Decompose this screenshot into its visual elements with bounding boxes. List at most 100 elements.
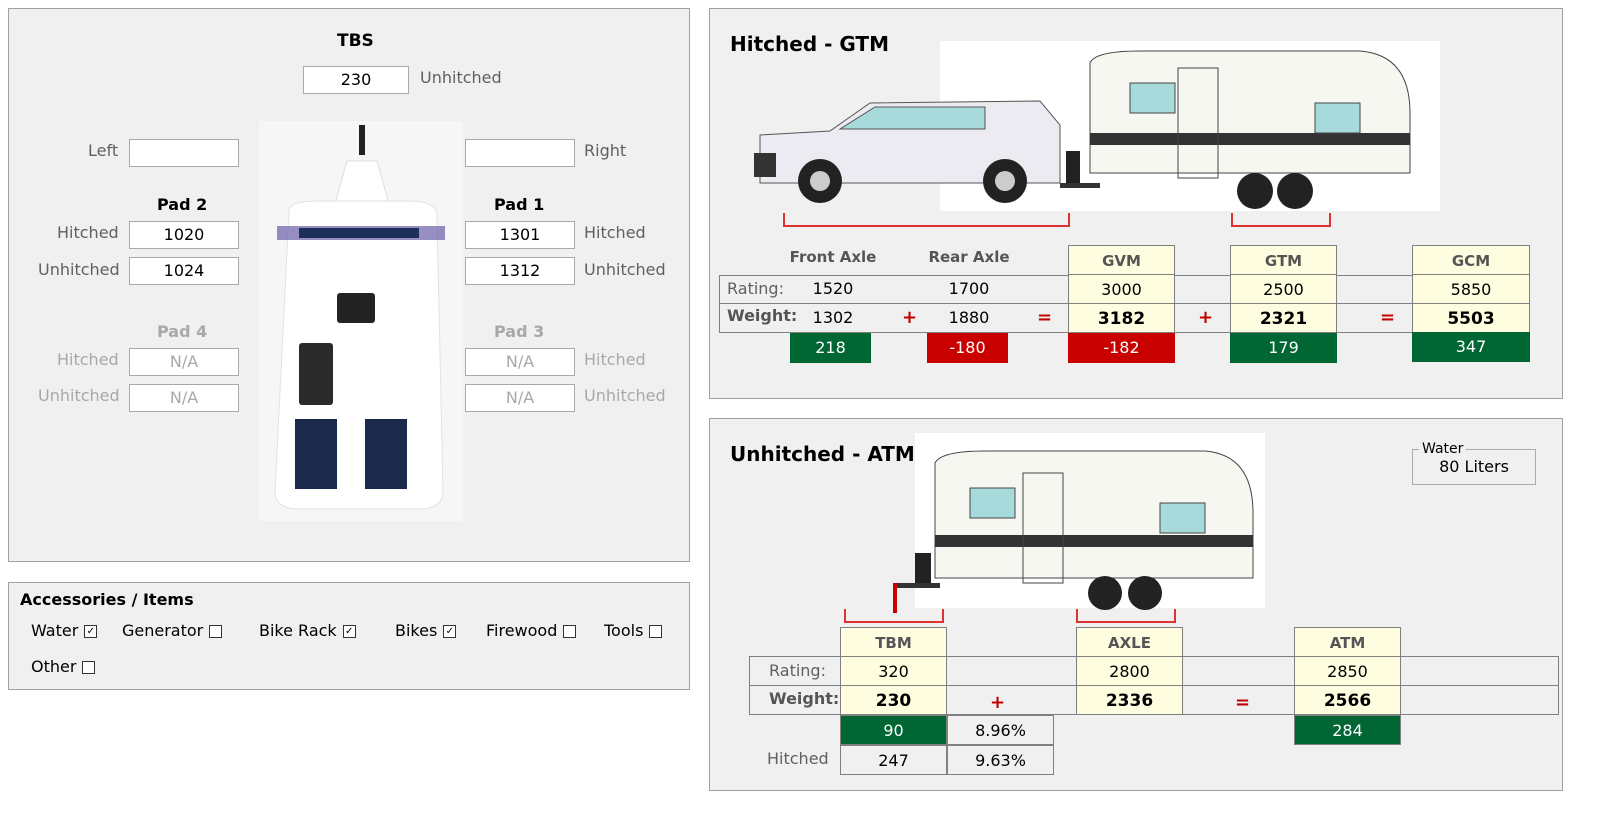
rear-axle-weight: 1880 [948, 308, 990, 327]
pad4-title: Pad 4 [157, 322, 208, 341]
caravan-side-image [893, 433, 1265, 613]
other-checkbox[interactable] [82, 661, 96, 674]
water-value: 80 Liters [1439, 457, 1509, 476]
gcm-weight: 5503 [1412, 303, 1530, 333]
left-label: Left [88, 141, 119, 160]
tbm-weight: 230 [840, 685, 947, 715]
pad3-hitched-input[interactable]: N/A [465, 348, 575, 376]
accessories-panel: Accessories / Items Water ✓ Generator Bik… [8, 582, 690, 690]
firewood-checkbox[interactable] [563, 625, 577, 638]
pad1-title: Pad 1 [494, 195, 545, 214]
checkbox-other[interactable]: Other [31, 657, 96, 676]
gcm-margin: 347 [1412, 332, 1530, 362]
tbm-bracket [844, 609, 944, 623]
tbm-hitched: 247 [840, 745, 947, 775]
pad4-unhitched-label: Unhitched [38, 386, 120, 405]
pad2-hitched-input[interactable]: 1020 [129, 221, 239, 249]
rating-label: Rating: [769, 661, 826, 680]
gtm-margin: 179 [1230, 333, 1337, 363]
checkbox-water[interactable]: Water ✓ [31, 621, 98, 640]
rating-label: Rating: [727, 279, 784, 298]
bike-rack-checkbox[interactable]: ✓ [342, 625, 356, 638]
plus-sign: + [902, 307, 918, 328]
checkbox-firewood[interactable]: Firewood [486, 621, 577, 640]
left-input[interactable] [129, 139, 239, 167]
pad3-title: Pad 3 [494, 322, 545, 341]
gvm-header: GVM [1068, 245, 1175, 275]
gvm-rating: 3000 [1068, 274, 1175, 304]
gvm-weight: 3182 [1068, 303, 1175, 333]
water-group: Water 80 Liters [1412, 441, 1536, 485]
rear-axle-header: Rear Axle [928, 248, 1010, 266]
pad2-title: Pad 2 [157, 195, 208, 214]
pad1-hitched-input[interactable]: 1301 [465, 221, 575, 249]
plus-sign: + [990, 692, 1006, 713]
hitched-label: Hitched [767, 749, 829, 768]
pad4-unhitched-input[interactable]: N/A [129, 384, 239, 412]
unhitched-title: Unhitched - ATM [730, 442, 915, 466]
bikes-checkbox[interactable]: ✓ [443, 625, 457, 638]
car-and-caravan-image [754, 41, 1440, 211]
equals-sign: = [1380, 307, 1396, 328]
checkbox-bike-rack[interactable]: Bike Rack ✓ [259, 621, 356, 640]
pad-weights-panel: TBS 230 Unhitched Left Right Pad 2 Hitch… [8, 8, 690, 562]
tbm-rating: 320 [840, 656, 947, 686]
gtm-header: GTM [1230, 245, 1337, 275]
rear-axle-rating: 1700 [948, 279, 990, 298]
pad3-hitched-label: Hitched [584, 350, 646, 369]
axle-rating: 2800 [1076, 656, 1183, 686]
plus-sign: + [1198, 307, 1214, 328]
equals-sign: = [1037, 307, 1053, 328]
tbs-input[interactable]: 230 [303, 66, 409, 94]
atm-rating: 2850 [1294, 656, 1401, 686]
pad3-unhitched-label: Unhitched [584, 386, 666, 405]
checkbox-tools[interactable]: Tools [604, 621, 663, 640]
atm-weight: 2566 [1294, 685, 1401, 715]
water-label: Water [31, 621, 79, 640]
other-label: Other [31, 657, 77, 676]
front-axle-margin: 218 [790, 333, 871, 363]
tbs-title: TBS [337, 31, 374, 51]
generator-checkbox[interactable] [209, 625, 223, 638]
generator-label: Generator [122, 621, 204, 640]
pad2-hitched-label: Hitched [57, 223, 119, 242]
weight-label: Weight: [769, 689, 840, 708]
atm-margin: 284 [1294, 715, 1401, 745]
atm-header: ATM [1294, 627, 1401, 657]
water-checkbox[interactable]: ✓ [84, 625, 98, 638]
axle-bracket [1076, 609, 1176, 623]
gcm-rating: 5850 [1412, 274, 1530, 304]
tbm-header: TBM [840, 627, 947, 657]
bike-rack-label: Bike Rack [259, 621, 337, 640]
pad2-unhitched-input[interactable]: 1024 [129, 257, 239, 285]
tools-label: Tools [604, 621, 644, 640]
trailer-axle-bracket [1231, 213, 1331, 227]
caravan-top-view-image [259, 121, 463, 521]
tbm-percent: 8.96% [947, 715, 1054, 745]
hitched-gtm-panel: Hitched - GTM Rating: Weight: Front Axle… [709, 8, 1563, 399]
tools-checkbox[interactable] [649, 625, 663, 638]
checkbox-generator[interactable]: Generator [122, 621, 223, 640]
tbm-margin: 90 [840, 715, 947, 745]
equals-sign: = [1235, 692, 1251, 713]
bikes-label: Bikes [395, 621, 438, 640]
unhitched-atm-panel: Unhitched - ATM Water 80 Liters Rating: … [709, 418, 1563, 791]
pad4-hitched-input[interactable]: N/A [129, 348, 239, 376]
front-axle-header: Front Axle [789, 248, 877, 266]
pad4-hitched-label: Hitched [57, 350, 119, 369]
pad2-unhitched-label: Unhitched [38, 260, 120, 279]
rear-axle-margin: -180 [927, 333, 1008, 363]
tbs-unhitched-label: Unhitched [420, 68, 502, 87]
weight-label: Weight: [727, 306, 798, 325]
accessories-title: Accessories / Items [20, 590, 194, 609]
gtm-rating: 2500 [1230, 274, 1337, 304]
gtm-weight: 2321 [1230, 303, 1337, 333]
axle-header: AXLE [1076, 627, 1183, 657]
pad1-unhitched-input[interactable]: 1312 [465, 257, 575, 285]
right-label: Right [584, 141, 627, 160]
water-legend: Water [1422, 441, 1464, 457]
right-input[interactable] [465, 139, 575, 167]
checkbox-bikes[interactable]: Bikes ✓ [395, 621, 457, 640]
gcm-header: GCM [1412, 245, 1530, 275]
pad3-unhitched-input[interactable]: N/A [465, 384, 575, 412]
